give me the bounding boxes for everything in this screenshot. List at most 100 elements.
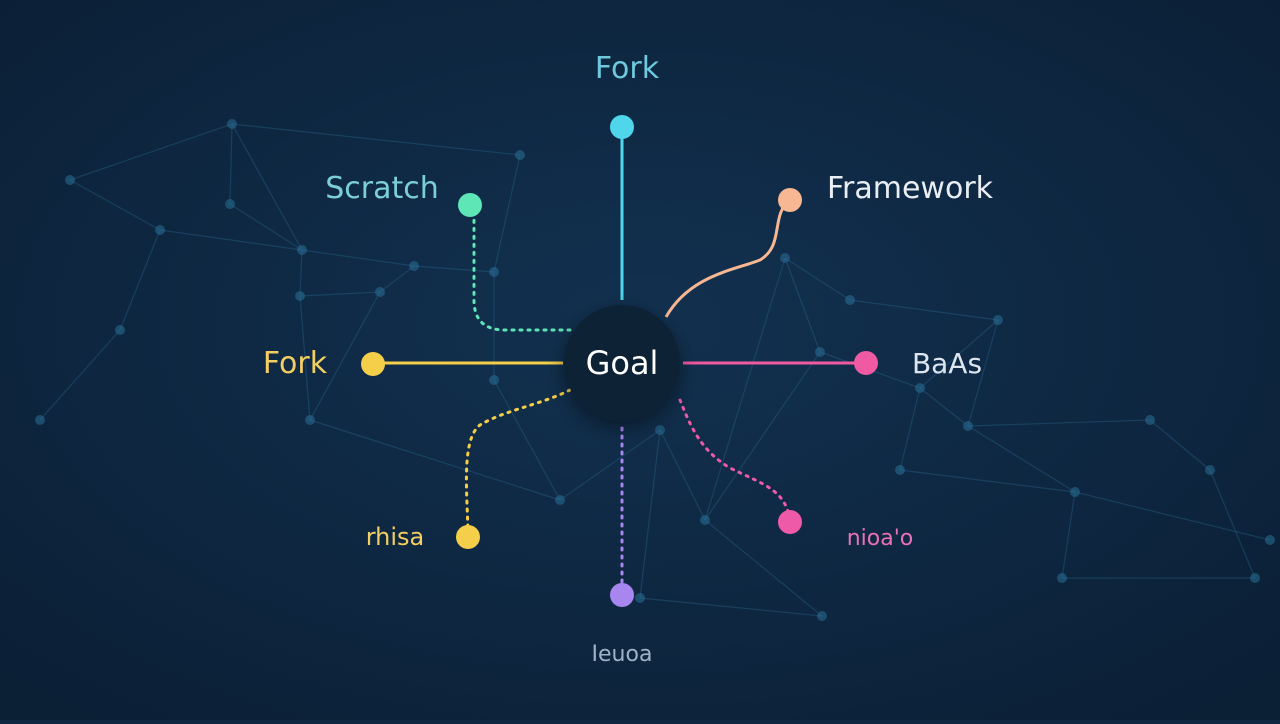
node-framework[interactable] xyxy=(778,188,802,212)
network-edge xyxy=(659,429,706,521)
network-dot xyxy=(295,291,305,301)
network-dot xyxy=(700,515,710,525)
network-edge xyxy=(299,291,381,297)
network-edge xyxy=(919,387,969,427)
network-edge xyxy=(784,257,821,353)
network-dot xyxy=(1145,415,1155,425)
label-lower-left: rhisa xyxy=(366,523,425,551)
network-edge xyxy=(299,249,303,297)
network-edge xyxy=(704,257,786,521)
label-bottom: Ieuoa xyxy=(592,642,653,667)
network-dot xyxy=(817,611,827,621)
network-edge xyxy=(967,319,999,427)
network-dot xyxy=(993,315,1003,325)
connector-lower-left xyxy=(464,388,572,539)
goal-hub-circle xyxy=(564,305,680,421)
node-baas[interactable] xyxy=(854,351,878,375)
network-dot xyxy=(915,383,925,393)
network-dot xyxy=(1265,535,1275,545)
network-edge xyxy=(704,351,821,521)
network-dot xyxy=(375,287,385,297)
network-dot xyxy=(297,245,307,255)
network-dot xyxy=(65,175,75,185)
connector-framework xyxy=(664,198,791,318)
network-dot xyxy=(305,415,315,425)
network-edge xyxy=(119,229,161,331)
node-fork-top[interactable] xyxy=(610,115,634,139)
label-baas: BaAs xyxy=(912,347,982,380)
network-edge xyxy=(1074,491,1271,541)
network-dot xyxy=(515,150,525,160)
network-dot xyxy=(1250,573,1260,583)
network-edge xyxy=(69,179,161,231)
network-dot xyxy=(409,261,419,271)
network-dot xyxy=(225,199,235,209)
network-dot xyxy=(227,119,237,129)
node-lower-right[interactable] xyxy=(778,510,802,534)
network-edge xyxy=(379,265,415,293)
node-lower-left[interactable] xyxy=(456,525,480,549)
network-edge xyxy=(849,299,999,321)
network-edge xyxy=(229,123,233,205)
network-dot xyxy=(895,465,905,475)
node-scratch[interactable] xyxy=(458,193,482,217)
network-edge xyxy=(1209,469,1256,579)
network-edge xyxy=(919,319,999,389)
background-network xyxy=(35,119,1275,621)
network-dot xyxy=(963,421,973,431)
network-dot xyxy=(155,225,165,235)
network-edge xyxy=(301,249,415,267)
network-dot xyxy=(555,495,565,505)
network-edge xyxy=(1061,491,1076,579)
network-edge xyxy=(559,429,661,501)
node-bottom[interactable] xyxy=(610,583,634,607)
goal-label: Goal xyxy=(586,344,659,382)
network-edge xyxy=(639,597,823,617)
network-edge xyxy=(967,425,1076,493)
network-edge xyxy=(69,123,233,181)
network-edge xyxy=(704,519,823,617)
network-edge xyxy=(1149,419,1211,471)
network-dot xyxy=(115,325,125,335)
network-edge xyxy=(493,379,561,501)
network-dot xyxy=(815,347,825,357)
network-edge xyxy=(309,419,561,501)
network-dot xyxy=(1205,465,1215,475)
connector-scratch xyxy=(472,203,572,332)
network-edge xyxy=(967,419,1151,427)
network-edge xyxy=(231,123,303,251)
network-dot xyxy=(489,375,499,385)
label-scratch: Scratch xyxy=(325,171,439,206)
network-edge xyxy=(899,469,1076,493)
network-edge xyxy=(493,154,521,273)
network-dot xyxy=(845,295,855,305)
network-edge xyxy=(899,387,921,471)
network-dot xyxy=(655,425,665,435)
endpoint-nodes xyxy=(361,115,878,607)
connectors xyxy=(373,127,866,597)
network-edge xyxy=(639,429,661,599)
node-fork-left[interactable] xyxy=(361,352,385,376)
connector-lower-right xyxy=(678,398,792,522)
label-framework: Framework xyxy=(827,171,994,206)
network-edge xyxy=(299,295,311,421)
network-dot xyxy=(35,415,45,425)
network-dot xyxy=(780,253,790,263)
network-dot xyxy=(489,267,499,277)
label-fork-left: Fork xyxy=(263,346,328,381)
label-lower-right: nioa'o xyxy=(847,526,914,551)
label-fork-top: Fork xyxy=(595,51,660,86)
branch-labels: Fork Scratch Framework Fork BaAs rhisa n… xyxy=(263,51,994,667)
network-edge xyxy=(413,265,495,273)
network-edge xyxy=(309,291,381,421)
network-edge xyxy=(159,229,303,251)
network-dot xyxy=(635,593,645,603)
network-dot xyxy=(1057,573,1067,583)
network-dot xyxy=(1070,487,1080,497)
goal-hub[interactable]: Goal xyxy=(564,305,680,421)
network-edge xyxy=(229,203,303,251)
network-edge xyxy=(784,257,851,301)
network-edge xyxy=(39,329,121,421)
